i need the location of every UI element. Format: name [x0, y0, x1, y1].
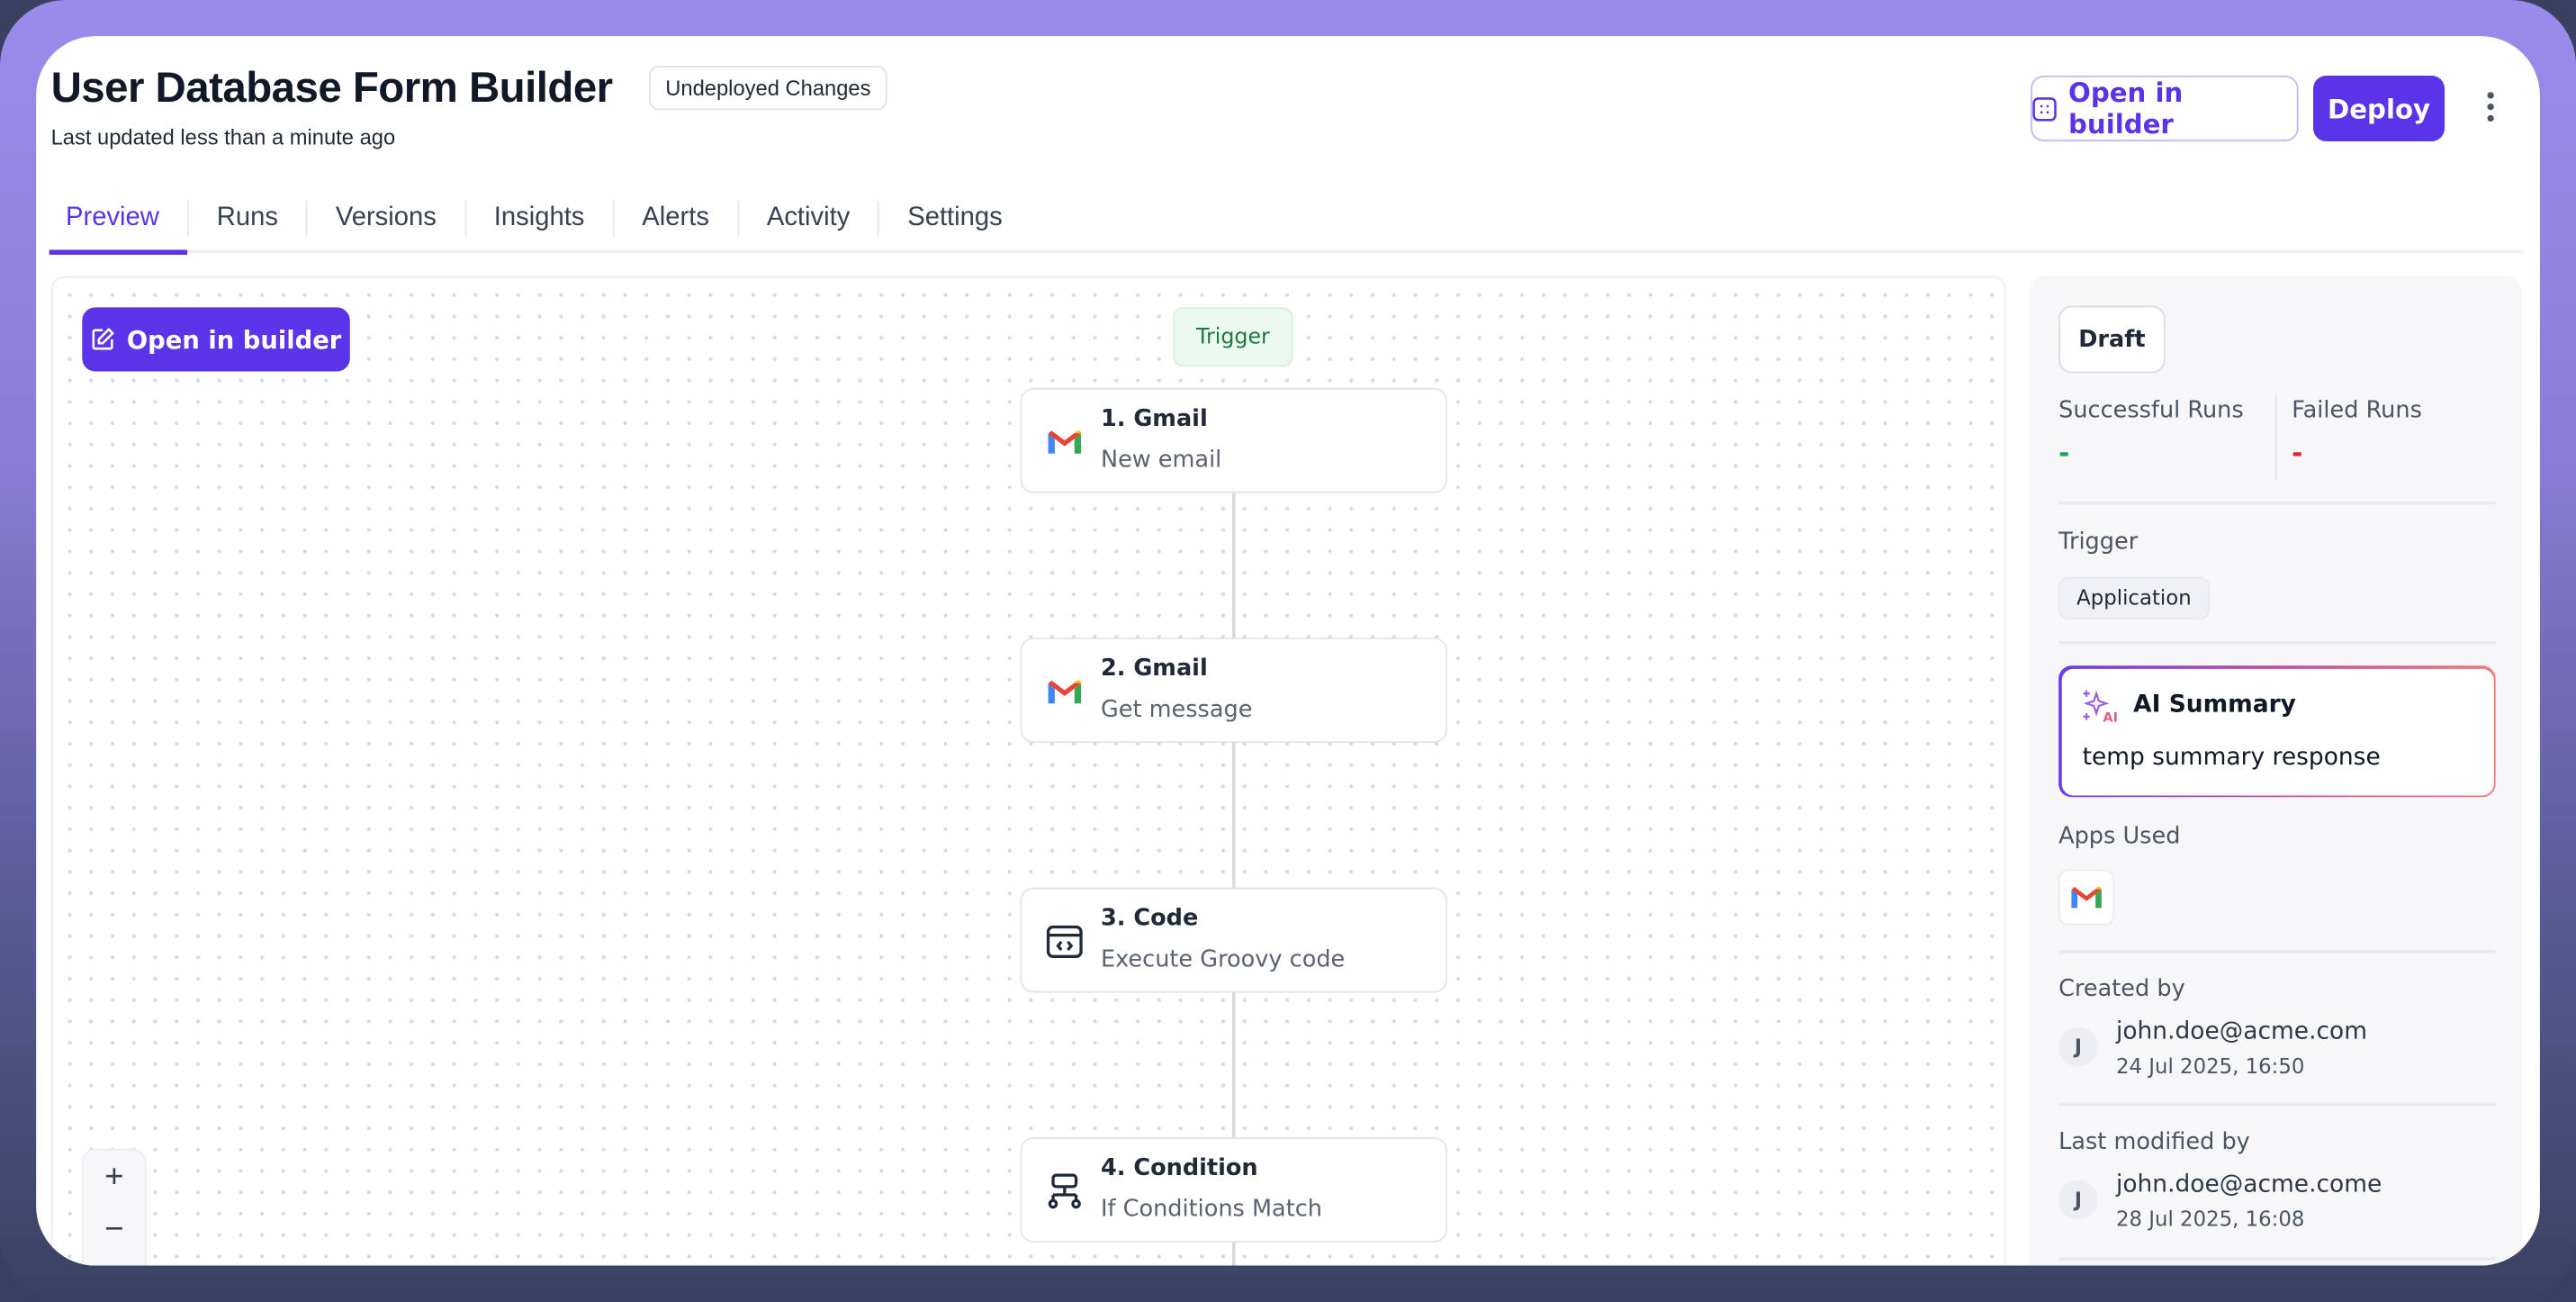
- divider: [2058, 1102, 2496, 1106]
- tab-preview[interactable]: Preview: [49, 201, 187, 255]
- gmail-icon: [2071, 886, 2102, 909]
- workflow-canvas[interactable]: Open in builder Trigger 1. Gmail New ema…: [50, 276, 2006, 1266]
- tab-insights[interactable]: Insights: [464, 200, 613, 237]
- deploy-button[interactable]: Deploy: [2313, 75, 2445, 141]
- gmail-icon: [1048, 680, 1082, 704]
- node-title: 2. Gmail: [1100, 656, 1208, 683]
- code-icon: [1046, 925, 1083, 958]
- failed-runs-label: Failed Runs: [2292, 397, 2422, 424]
- trigger-chip: Application: [2058, 576, 2210, 620]
- created-by-label: Created by: [2058, 976, 2185, 1003]
- runs-divider: [2275, 394, 2277, 480]
- undeployed-badge: Undeployed Changes: [648, 66, 887, 111]
- divider: [2058, 501, 2496, 504]
- successful-runs-value: -: [2058, 437, 2070, 469]
- ai-sparkle-icon: AI: [2082, 689, 2117, 724]
- node-subtitle: Execute Groovy code: [1100, 946, 1346, 973]
- ai-summary-title: AI Summary: [2133, 691, 2296, 718]
- workflow-node[interactable]: 1. Gmail New email: [1020, 387, 1448, 493]
- builder-icon: [2032, 96, 2057, 121]
- more-options-icon[interactable]: [2481, 86, 2500, 128]
- avatar: J: [2058, 1180, 2098, 1220]
- created-at: 24 Jul 2025, 16:50: [2115, 1053, 2305, 1079]
- avatar: J: [2058, 1026, 2098, 1067]
- workflow-node[interactable]: 4. Condition If Conditions Match: [1020, 1137, 1448, 1243]
- connector-line: [1231, 491, 1235, 1266]
- created-by-email: john.doe@acme.com: [2115, 1018, 2368, 1045]
- tab-settings[interactable]: Settings: [878, 200, 1030, 237]
- tab-bar: Preview Runs Versions Insights Alerts Ac…: [49, 187, 2524, 255]
- workflow-node[interactable]: 3. Code Execute Groovy code: [1020, 887, 1448, 993]
- open-in-builder-button[interactable]: Open in builder: [2031, 75, 2299, 141]
- workflow-node[interactable]: 2. Gmail Get message: [1020, 637, 1448, 744]
- trigger-label: Trigger: [1173, 307, 1293, 367]
- zoom-controls: + −: [82, 1148, 147, 1266]
- edit-icon: [92, 327, 115, 350]
- ai-summary-text: temp summary response: [2082, 743, 2381, 771]
- open-in-builder-label: Open in builder: [2067, 77, 2184, 140]
- zoom-in-button[interactable]: +: [104, 1157, 124, 1195]
- app-gmail: [2058, 869, 2115, 926]
- node-subtitle: If Conditions Match: [1100, 1196, 1322, 1224]
- apps-used-label: Apps Used: [2058, 823, 2181, 850]
- details-sidebar: Draft Successful Runs - Failed Runs - Tr…: [2029, 276, 2522, 1266]
- zoom-out-button[interactable]: −: [104, 1210, 124, 1247]
- ai-summary-card: AI AI Summary temp summary response: [2058, 665, 2496, 798]
- node-title: 1. Gmail: [1100, 405, 1208, 433]
- node-subtitle: New email: [1100, 447, 1222, 474]
- tab-alerts[interactable]: Alerts: [612, 200, 737, 237]
- condition-icon: [1048, 1173, 1081, 1209]
- svg-text:AI: AI: [2102, 709, 2117, 724]
- canvas-open-in-builder-button[interactable]: Open in builder: [82, 307, 350, 372]
- divider: [2058, 1257, 2496, 1261]
- gmail-icon: [1048, 430, 1082, 454]
- node-title: 4. Condition: [1100, 1155, 1258, 1182]
- modified-by-email: john.doe@acme.come: [2115, 1171, 2382, 1198]
- node-subtitle: Get message: [1100, 696, 1253, 724]
- page-title: User Database Form Builder: [50, 62, 614, 113]
- divider: [2058, 950, 2496, 953]
- trigger-label: Trigger: [2058, 529, 2139, 556]
- failed-runs-value: -: [2292, 437, 2303, 469]
- last-updated: Last updated less than a minute ago: [50, 124, 396, 150]
- tab-runs[interactable]: Runs: [186, 200, 306, 237]
- modified-by-label: Last modified by: [2058, 1128, 2250, 1156]
- node-title: 3. Code: [1100, 905, 1199, 932]
- status-badge: Draft: [2058, 305, 2166, 374]
- main-card: User Database Form Builder Undeployed Ch…: [36, 36, 2540, 1266]
- divider: [2058, 640, 2496, 644]
- tab-versions[interactable]: Versions: [305, 200, 464, 237]
- tab-activity[interactable]: Activity: [736, 200, 878, 237]
- canvas-open-in-builder-label: Open in builder: [126, 324, 342, 355]
- successful-runs-label: Successful Runs: [2058, 397, 2244, 424]
- modified-at: 28 Jul 2025, 16:08: [2115, 1206, 2305, 1232]
